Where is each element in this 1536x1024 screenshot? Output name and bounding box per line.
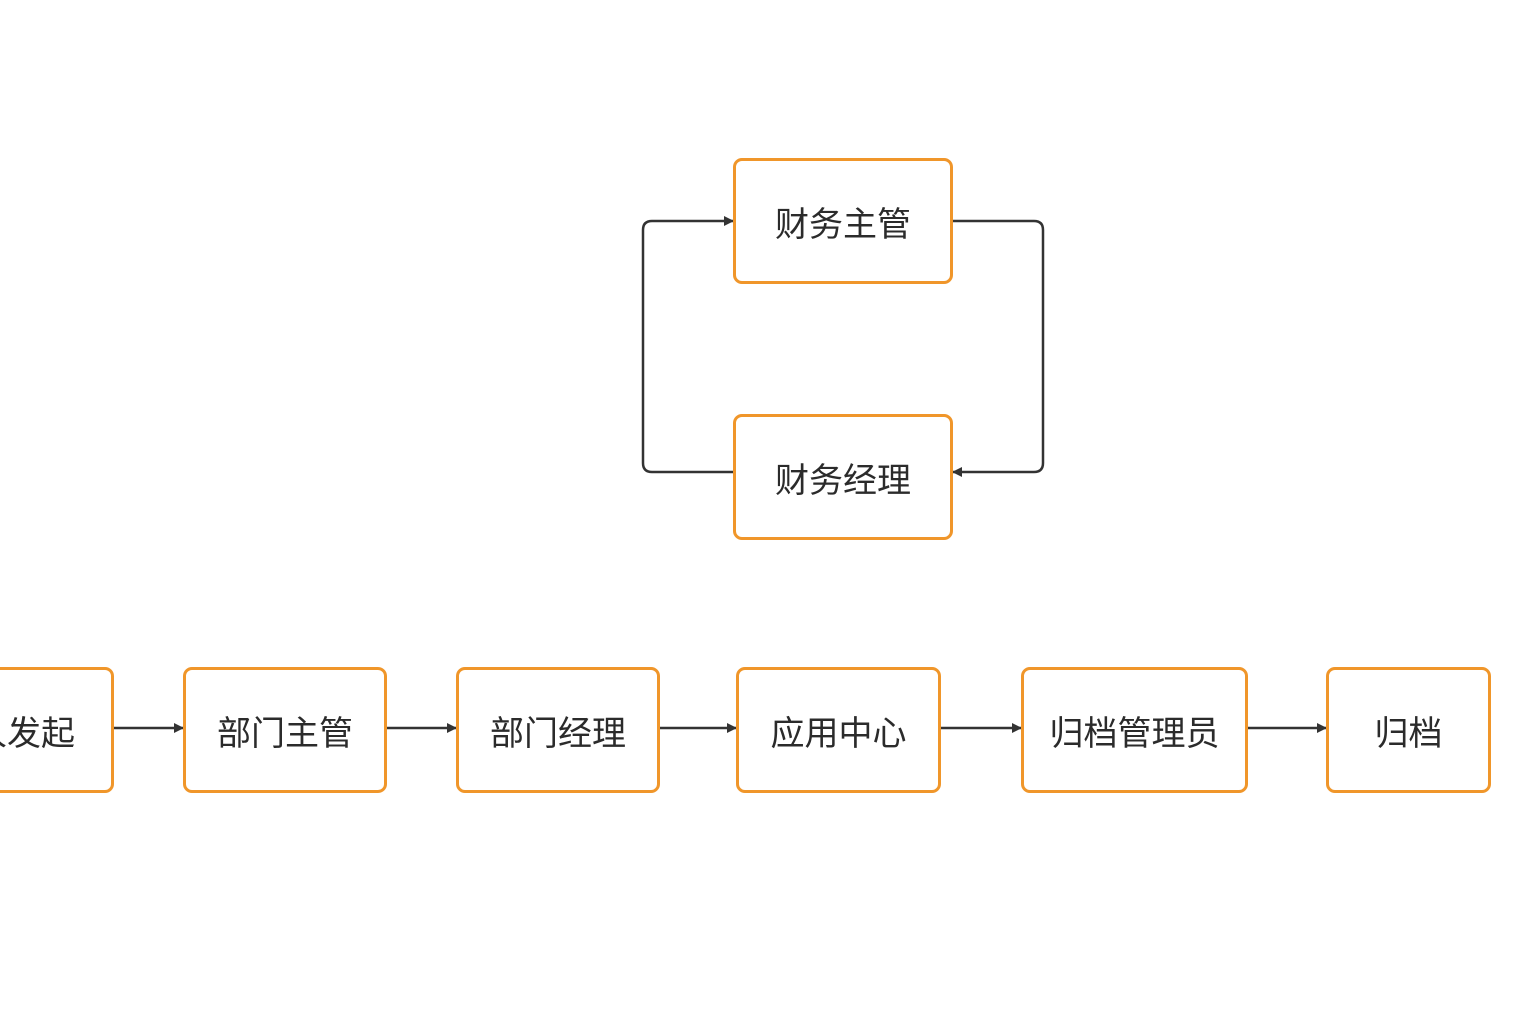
node-dept-supervisor[interactable]: 部门主管: [183, 667, 387, 793]
node-finance-supervisor[interactable]: 财务主管: [733, 158, 953, 284]
node-app-center[interactable]: 应用中心: [736, 667, 941, 793]
node-label: 财务经理: [775, 460, 911, 501]
node-label: 部门主管: [217, 713, 353, 754]
node-finance-manager[interactable]: 财务经理: [733, 414, 953, 540]
node-label: 部门经理: [490, 713, 626, 754]
node-archive-admin[interactable]: 归档管理员: [1021, 667, 1248, 793]
node-label: 应用中心: [770, 713, 907, 754]
node-dept-manager[interactable]: 部门经理: [456, 667, 660, 793]
node-label: 财务主管: [775, 204, 911, 245]
node-label: 申请人发起: [0, 713, 75, 754]
edge-finance-supervisor-to-finance-manager: [952, 219, 1045, 477]
node-label: 归档管理员: [1049, 713, 1220, 754]
node-applicant[interactable]: 申请人发起: [0, 667, 114, 793]
edge-finance-manager-to-finance-supervisor: [641, 216, 734, 474]
node-label: 归档: [1374, 713, 1443, 754]
node-archive[interactable]: 归档: [1326, 667, 1491, 793]
